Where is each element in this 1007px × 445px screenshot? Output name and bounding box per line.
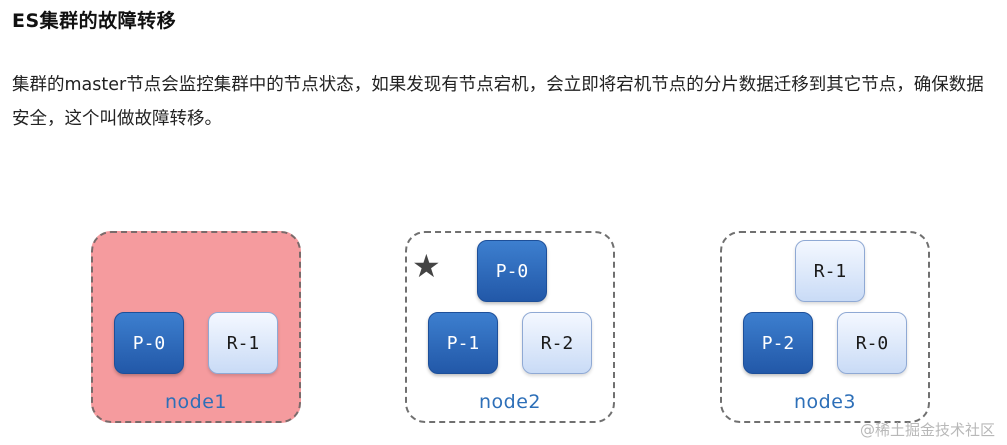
- shard-r1-node3: R-1: [795, 240, 865, 302]
- star-icon: ★: [412, 247, 441, 285]
- page-title: ES集群的故障转移: [12, 10, 177, 32]
- shard-p0-node1: P-0: [114, 312, 184, 374]
- shard-r0-node3: R-0: [837, 312, 907, 374]
- watermark: @稀土掘金技术社区: [859, 421, 995, 439]
- shard-r1-node1: R-1: [208, 312, 278, 374]
- shard-r2-node2: R-2: [522, 312, 592, 374]
- node1-label: node1: [164, 391, 227, 413]
- node3-label: node3: [793, 391, 856, 413]
- shard-p0-node2: P-0: [477, 240, 547, 302]
- description-paragraph: 集群的master节点会监控集群中的节点状态，如果发现有节点宕机，会立即将宕机节…: [12, 75, 984, 129]
- shard-p2-node3: P-2: [743, 312, 813, 374]
- node2-label: node2: [478, 391, 541, 413]
- shard-p1-node2: P-1: [428, 312, 498, 374]
